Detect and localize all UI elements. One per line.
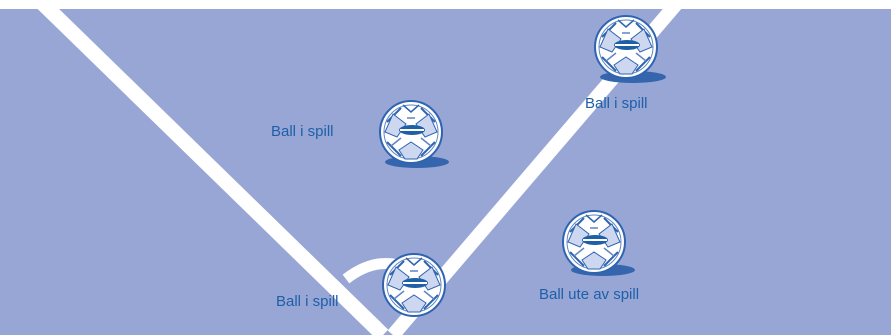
ball-icon bbox=[563, 211, 625, 273]
top-margin bbox=[0, 0, 891, 9]
ball-icon bbox=[383, 254, 445, 316]
ball-icon bbox=[595, 16, 657, 78]
ball-icon bbox=[380, 101, 442, 163]
ball-label-top-right: Ball i spill bbox=[585, 96, 648, 111]
ball-label-center: Ball i spill bbox=[271, 124, 334, 139]
ball-label-outside: Ball ute av spill bbox=[539, 287, 639, 302]
ball-label-corner: Ball i spill bbox=[276, 294, 339, 309]
